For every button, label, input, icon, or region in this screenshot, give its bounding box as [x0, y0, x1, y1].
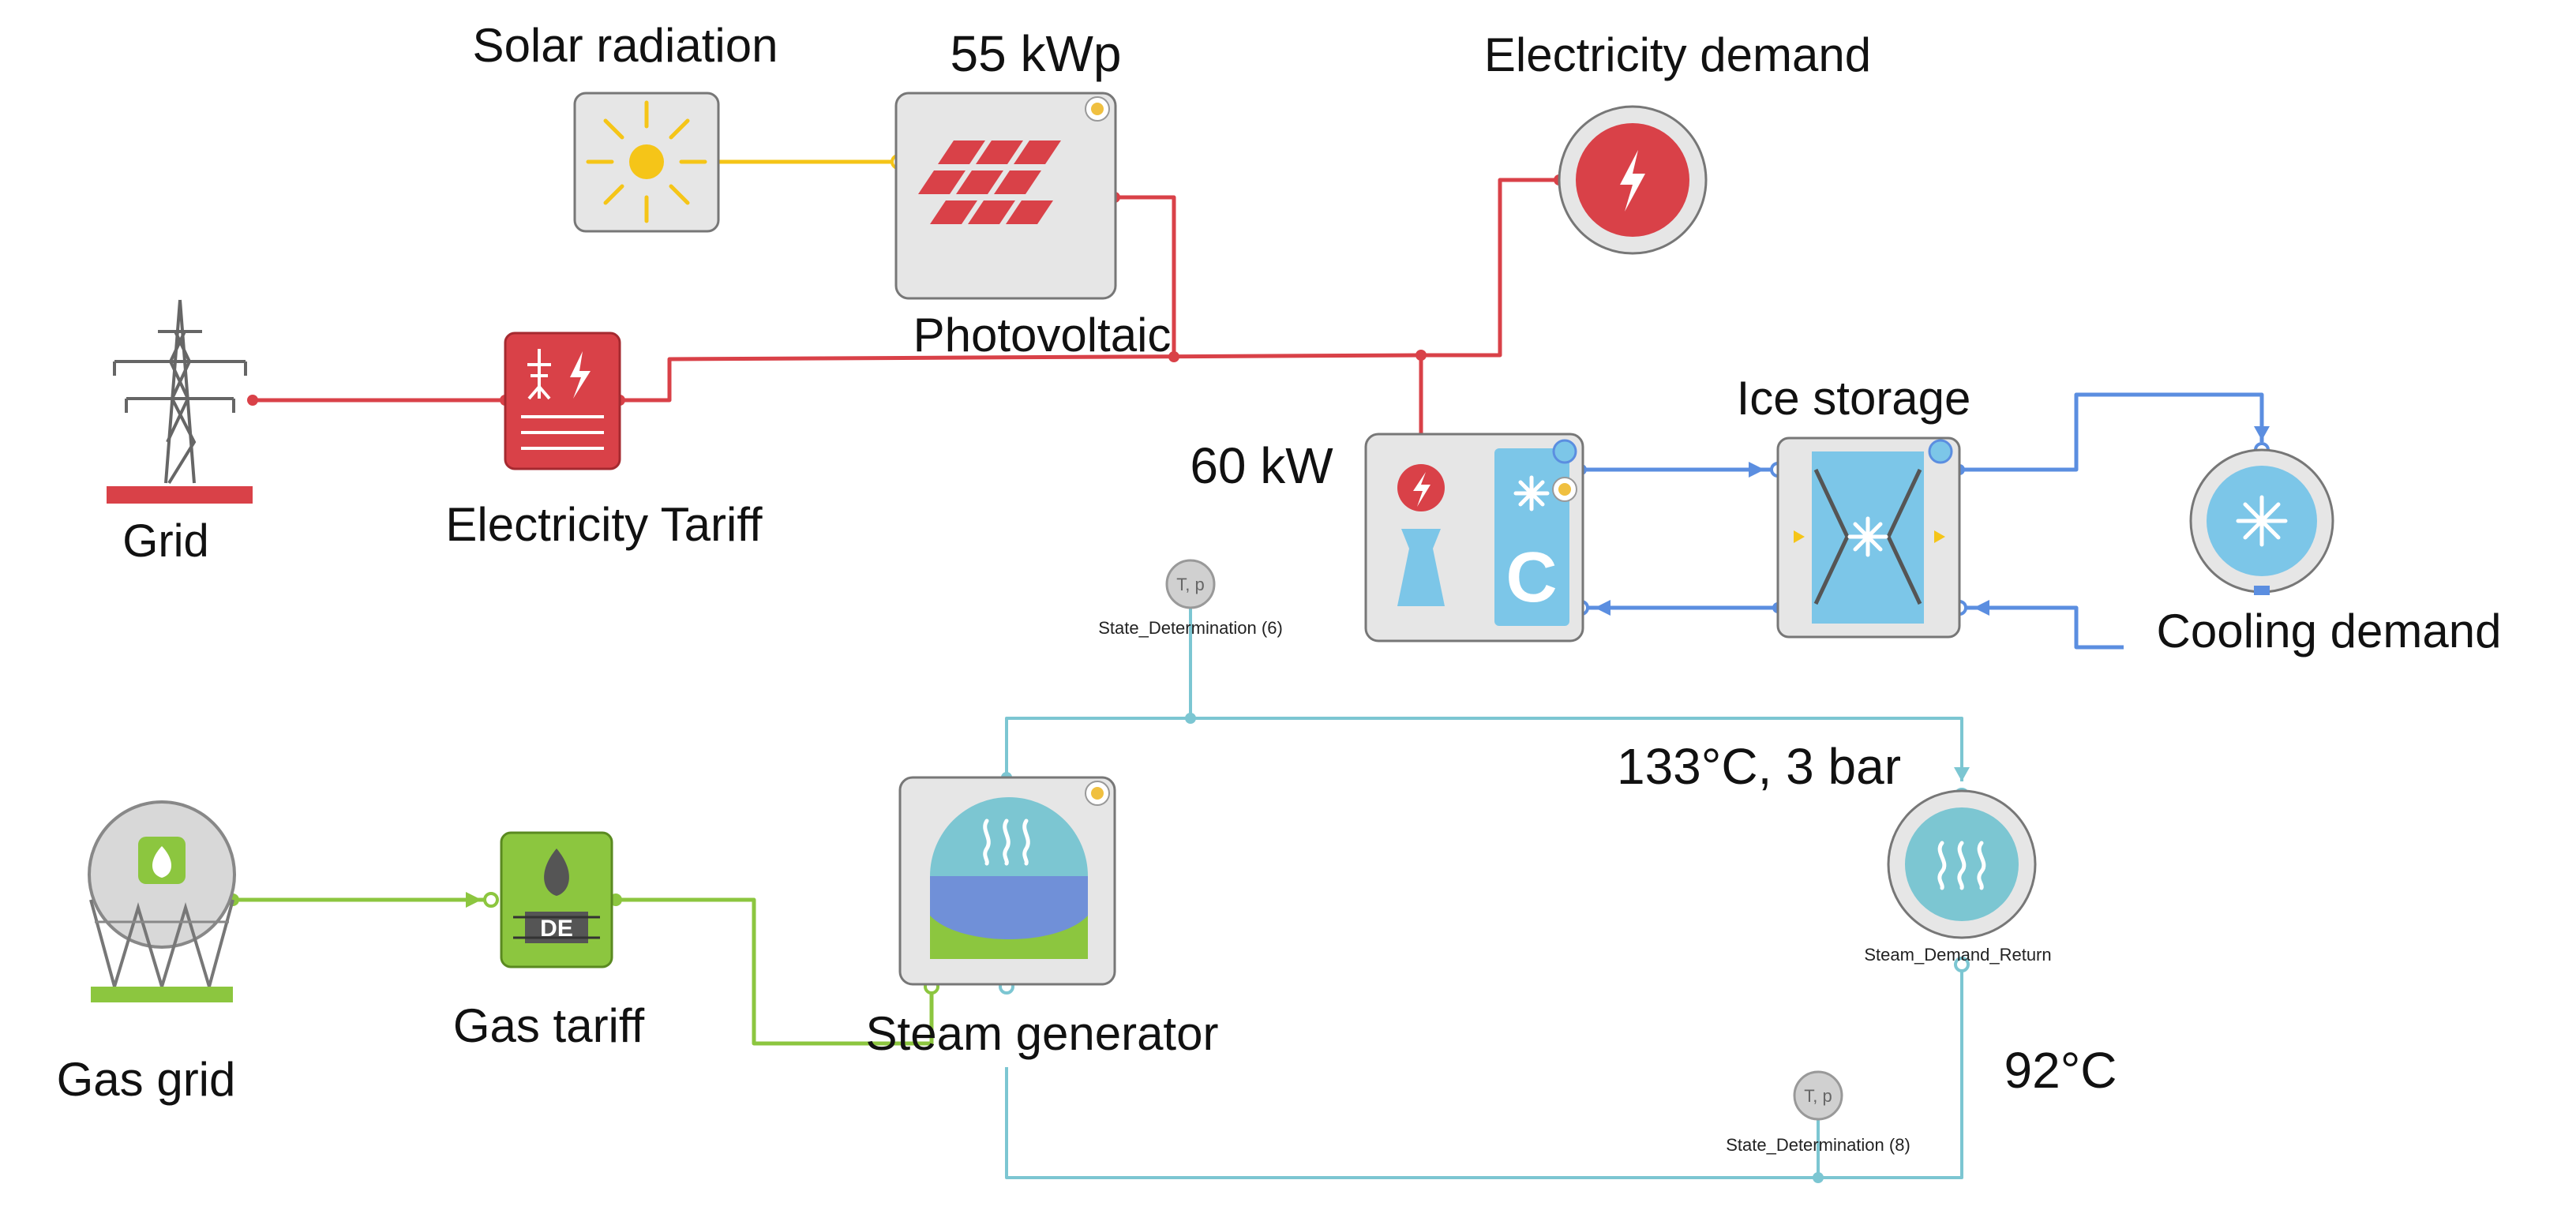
chiller-capacity-label: 60 kW — [1190, 437, 1333, 494]
cooling-port-badge-icon — [1552, 439, 1577, 464]
state-determination-8-label: State_Determination (8) — [1726, 1135, 1910, 1155]
electricity-tariff-component[interactable] — [504, 332, 621, 470]
ice-to-cooling-demand-line — [1959, 392, 2264, 472]
cooling-demand-return-line — [1959, 605, 2124, 650]
gas-grid-label: Gas grid — [57, 1053, 236, 1106]
ice-storage-icon — [1794, 451, 1945, 624]
cooling-demand-label: Cooling demand — [2157, 605, 2502, 657]
photovoltaic-component[interactable] — [894, 92, 1117, 300]
solar-radiation-component[interactable] — [573, 92, 720, 233]
steam-return-line — [1005, 965, 1963, 1179]
snowflake-icon — [2236, 495, 2288, 547]
steam-demand-return-component[interactable] — [1887, 789, 2037, 939]
gas-tariff-component[interactable]: DE — [500, 831, 613, 968]
electricity-demand-label: Electricity demand — [1484, 28, 1871, 81]
gas-tariff-label: Gas tariff — [453, 999, 645, 1052]
tp-badge: T, p — [1176, 575, 1204, 594]
steam-generator-label: Steam generator — [866, 1007, 1219, 1060]
cooling-port-badge-icon — [1928, 439, 1953, 464]
state-determination-6-component[interactable]: T, p — [1165, 559, 1216, 609]
photovoltaic-label: Photovoltaic — [913, 309, 1172, 362]
solar-panel-icon — [918, 140, 1061, 224]
return-temperature-label: 92°C — [2004, 1042, 2117, 1099]
ice-storage-component[interactable] — [1776, 436, 1961, 639]
steam-generator-component[interactable] — [898, 776, 1116, 986]
solar-radiation-label: Solar radiation — [473, 19, 778, 72]
steam-icon — [1937, 841, 1986, 890]
chiller-component[interactable]: C — [1364, 433, 1584, 642]
state-determination-8-component[interactable]: T, p — [1793, 1070, 1843, 1121]
tp-badge: T, p — [1804, 1086, 1832, 1106]
tariff-lightning-icon — [521, 349, 604, 450]
steam-boiler-icon — [930, 797, 1088, 939]
pv-to-bus-line — [1115, 195, 1176, 357]
cooling-tower-icon — [1397, 529, 1445, 606]
steam-supply-condition-label: 133°C, 3 bar — [1617, 738, 1901, 795]
lightning-icon — [1620, 150, 1645, 212]
steam-supply-line — [1005, 717, 1963, 781]
electricity-tariff-label: Electricity Tariff — [445, 498, 763, 551]
tariff-to-bus-line — [620, 353, 1422, 403]
power-pylon-icon — [113, 299, 247, 485]
ice-storage-label: Ice storage — [1737, 372, 1971, 425]
snowflake-icon — [1513, 475, 1550, 511]
cooling-demand-component[interactable] — [2189, 448, 2334, 595]
state-determination-6-label: State_Determination (6) — [1098, 618, 1283, 638]
chiller-letter: C — [1506, 538, 1558, 617]
grid-label: Grid — [122, 515, 209, 567]
bus-to-demand-line — [1421, 178, 1559, 358]
gas-tariff-to-generator-line — [616, 897, 934, 1046]
pv-capacity-label: 55 kWp — [951, 25, 1122, 82]
gas-tariff-code: DE — [540, 916, 573, 942]
steam-demand-return-label: Steam_Demand_Return — [1864, 945, 2051, 965]
sun-icon — [586, 100, 707, 223]
gas-tank-icon — [88, 800, 236, 993]
grid-component[interactable] — [107, 299, 253, 504]
electricity-demand-component[interactable] — [1558, 105, 1708, 255]
gas-flame-icon — [544, 848, 569, 896]
gas-grid-component[interactable] — [88, 800, 236, 1002]
